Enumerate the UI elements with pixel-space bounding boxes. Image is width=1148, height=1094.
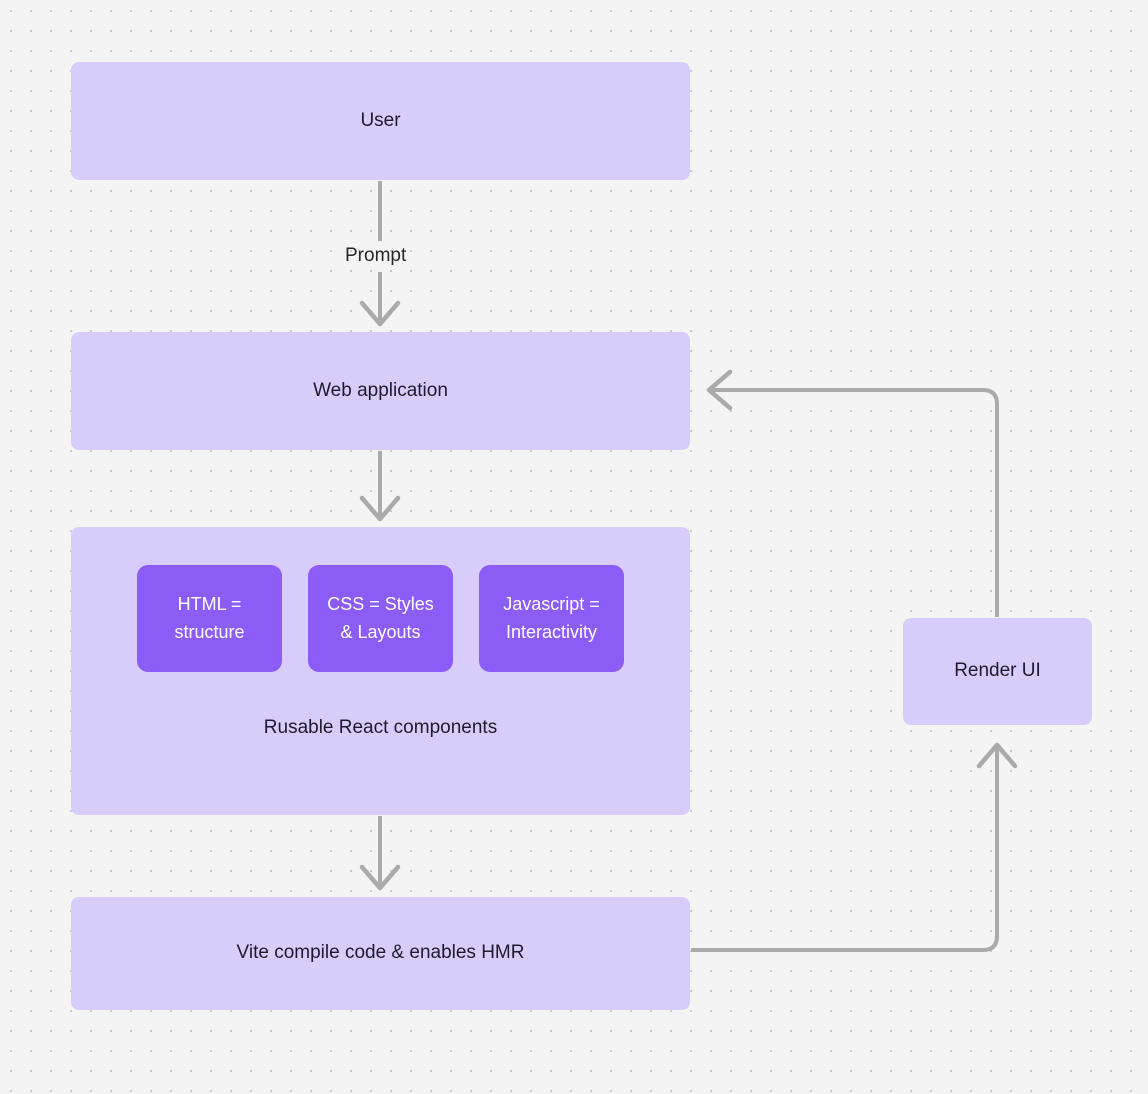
node-vite[interactable]: Vite compile code & enables HMR (71, 897, 690, 1010)
node-web-application[interactable]: Web application (71, 332, 690, 450)
edge-label-prompt: Prompt (345, 245, 407, 266)
node-render-ui[interactable]: Render UI (903, 618, 1092, 725)
edge-render-to-webapp (706, 369, 999, 617)
chip-javascript[interactable]: Javascript = Interactivity (479, 565, 624, 672)
chip-css[interactable]: CSS = Styles & Layouts (308, 565, 453, 672)
components-caption: Rusable React components (263, 717, 498, 738)
chip-html[interactable]: HTML = structure (137, 565, 282, 672)
edge-components-to-vite (359, 816, 401, 891)
node-user[interactable]: User (71, 62, 690, 180)
edge-vite-to-render (691, 742, 1018, 952)
edge-webapp-to-components (359, 451, 401, 522)
node-user-label: User (360, 109, 401, 131)
node-render-ui-label: Render UI (954, 660, 1041, 682)
chip-row: HTML = structure CSS = Styles & Layouts … (137, 565, 624, 672)
node-components-container[interactable]: HTML = structure CSS = Styles & Layouts … (71, 527, 690, 815)
node-web-application-label: Web application (313, 379, 448, 401)
node-vite-label: Vite compile code & enables HMR (236, 942, 525, 964)
